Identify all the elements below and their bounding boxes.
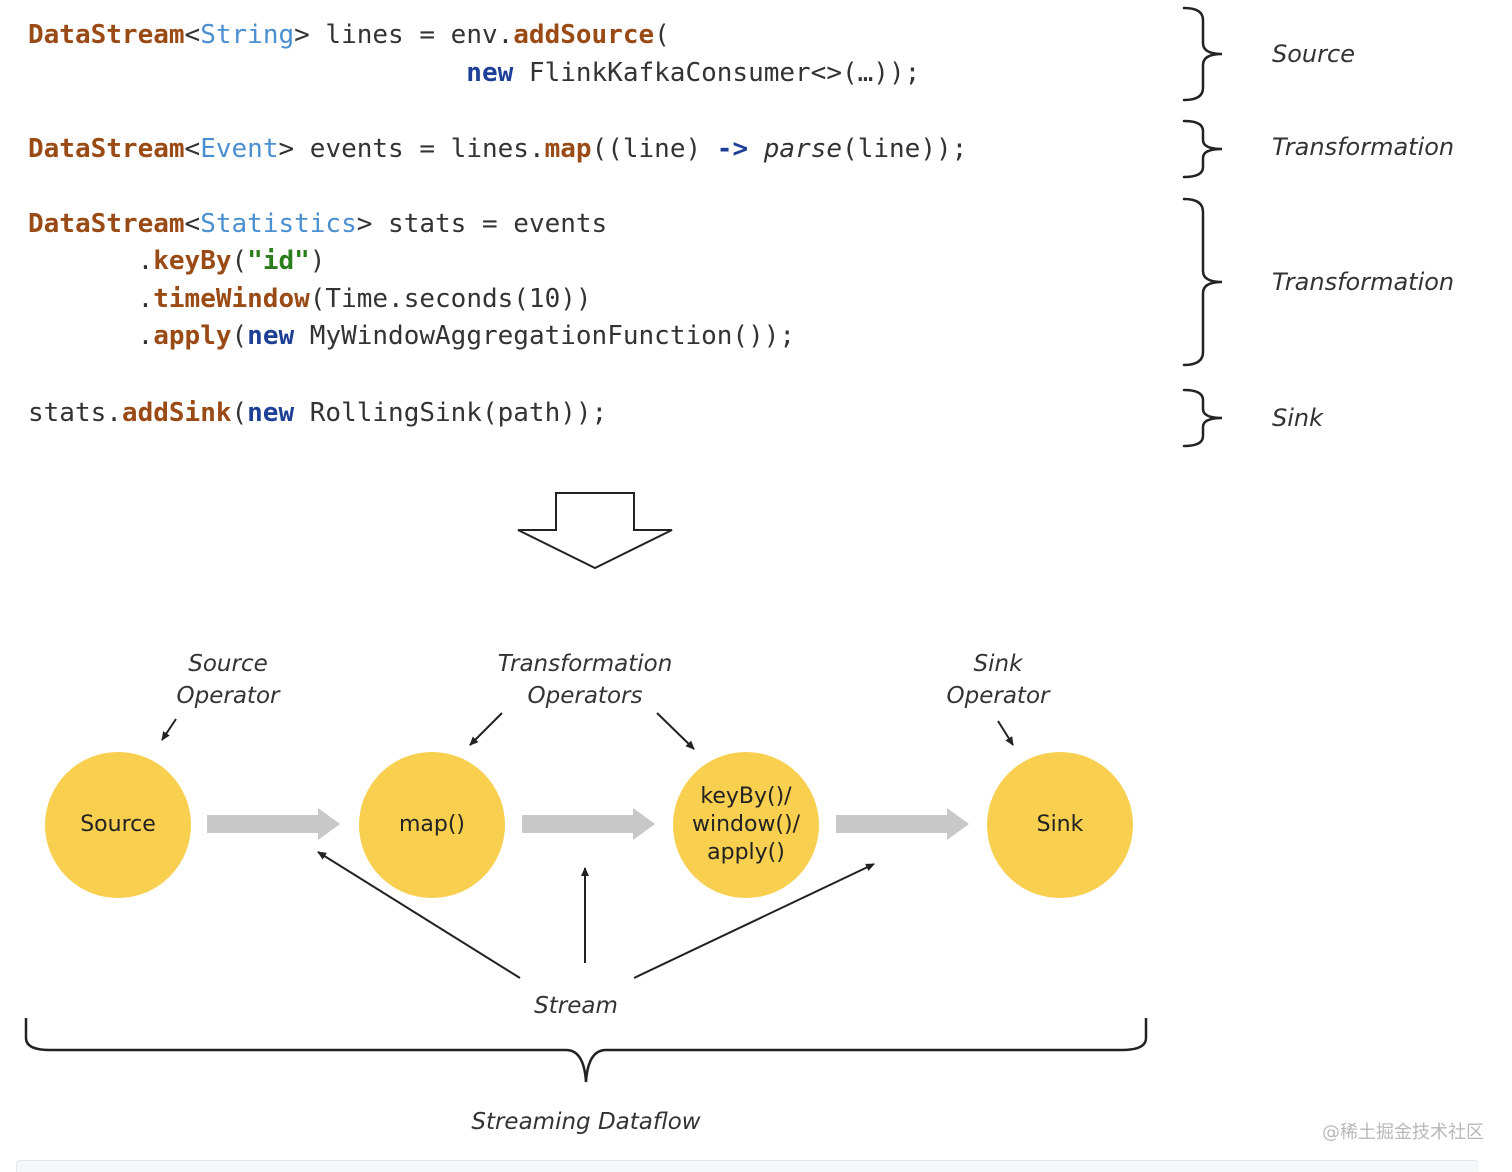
brace-sink: [1182, 388, 1223, 448]
stream-arrow: [633, 863, 875, 979]
window-node-label: keyBy()/: [700, 784, 792, 809]
code-method: keyBy: [153, 246, 232, 276]
brace-label-source: Source: [1272, 40, 1355, 68]
code-indent: .: [28, 246, 154, 276]
label-line: Operator: [946, 683, 1050, 709]
sink-operator-label: Sink Operator: [908, 648, 1088, 712]
code-text: MyWindowAggregationFunction());: [294, 321, 796, 351]
source-node-label: Source: [80, 812, 156, 837]
flow-arrow: [836, 808, 969, 840]
pointer-arrow: [469, 712, 503, 746]
code-text: (line));: [842, 134, 968, 164]
code-indent: .: [28, 321, 154, 351]
brace-label-transformation: Transformation: [1272, 268, 1455, 296]
brace-label-transformation: Transformation: [1272, 133, 1455, 161]
brace-source: [1182, 6, 1223, 102]
code-line-4: DataStream<Statistics> stats = events: [28, 206, 607, 243]
code-line-6: .timeWindow(Time.seconds(10)): [28, 281, 592, 318]
code-text: RollingSink(path));: [294, 398, 608, 428]
stream-label: Stream: [534, 993, 618, 1019]
footer-bar: [16, 1160, 1479, 1172]
source-node: Source: [45, 752, 191, 898]
code-text: ): [309, 246, 326, 276]
label-line: Operator: [176, 683, 280, 709]
code-text: (: [231, 321, 248, 351]
flow-arrow: [207, 808, 340, 840]
code-line-5: .keyBy("id"): [28, 243, 326, 280]
flow-arrow: [522, 808, 655, 840]
code-method: map: [544, 134, 592, 164]
brace-transformation-2: [1182, 197, 1223, 367]
code-line-3: DataStream<Event> events = lines.map((li…: [28, 131, 967, 168]
code-text: events = lines.: [294, 134, 545, 164]
dataflow-brace: [24, 1018, 1148, 1083]
code-line-1: DataStream<String> lines = env.addSource…: [28, 17, 670, 54]
code-function: parse: [763, 134, 843, 164]
code-method: addSource: [513, 20, 655, 50]
code-text: (: [654, 20, 670, 50]
source-operator-label: Source Operator: [138, 648, 318, 712]
stream-arrow: [317, 851, 521, 979]
window-node-label: apply(): [707, 840, 785, 865]
code-keyword: new: [247, 321, 295, 351]
label-line: Operators: [527, 683, 643, 709]
pointer-arrow: [656, 712, 695, 750]
window-node-label: window()/: [691, 812, 801, 837]
sink-node-label: Sink: [1036, 812, 1084, 837]
code-line-7: .apply(new MyWindowAggregationFunction()…: [28, 318, 795, 355]
watermark: @稀土掘金技术社区: [1322, 1122, 1484, 1143]
down-arrow-icon: [517, 492, 673, 570]
brace-label-sink: Sink: [1272, 404, 1324, 432]
code-type: DataStream: [28, 134, 185, 164]
code-text: lines = env.: [309, 20, 514, 50]
code-text: stats.: [28, 398, 122, 428]
code-keyword: new: [247, 398, 295, 428]
code-string: "id": [247, 246, 310, 276]
code-text: (: [231, 246, 248, 276]
code-lambda-arrow: ->: [716, 134, 749, 164]
code-indent: .: [28, 284, 154, 314]
code-method: apply: [153, 321, 232, 351]
code-keyword: new: [466, 58, 514, 88]
code-text: FlinkKafkaConsumer<>(…));: [513, 58, 921, 88]
streaming-dataflow-label: Streaming Dataflow: [471, 1109, 701, 1135]
transformation-operators-label: Transformation Operators: [475, 648, 695, 712]
code-gt: >: [278, 134, 295, 164]
code-gt: >: [294, 20, 310, 50]
code-lt: <: [184, 20, 201, 50]
code-generic: Event: [200, 134, 279, 164]
code-generic: String: [200, 20, 295, 50]
code-text: (: [231, 398, 248, 428]
code-line-2: new FlinkKafkaConsumer<>(…));: [28, 55, 920, 92]
code-line-8: stats.addSink(new RollingSink(path));: [28, 395, 607, 432]
code-method: timeWindow: [153, 284, 310, 314]
code-text: ((line): [591, 134, 717, 164]
code-generic: Statistics: [200, 209, 357, 239]
brace-transformation-1: [1182, 119, 1223, 179]
code-text: stats = events: [372, 209, 608, 239]
map-node-label: map(): [398, 812, 466, 837]
code-text: (Time.seconds(10)): [309, 284, 592, 314]
code-type: DataStream: [28, 209, 185, 239]
pointer-arrow: [997, 720, 1014, 746]
sink-node: Sink: [987, 752, 1133, 898]
code-lt: <: [184, 209, 201, 239]
label-line: Sink: [973, 651, 1023, 677]
code-method: addSink: [121, 398, 232, 428]
label-line: Transformation: [497, 651, 673, 677]
label-line: Source: [188, 651, 268, 677]
pointer-arrow: [161, 718, 177, 741]
map-node: map(): [359, 752, 505, 898]
code-gt: >: [356, 209, 373, 239]
code-lt: <: [184, 134, 201, 164]
window-node: keyBy()/ window()/ apply(): [673, 752, 819, 898]
code-type: DataStream: [28, 20, 185, 50]
